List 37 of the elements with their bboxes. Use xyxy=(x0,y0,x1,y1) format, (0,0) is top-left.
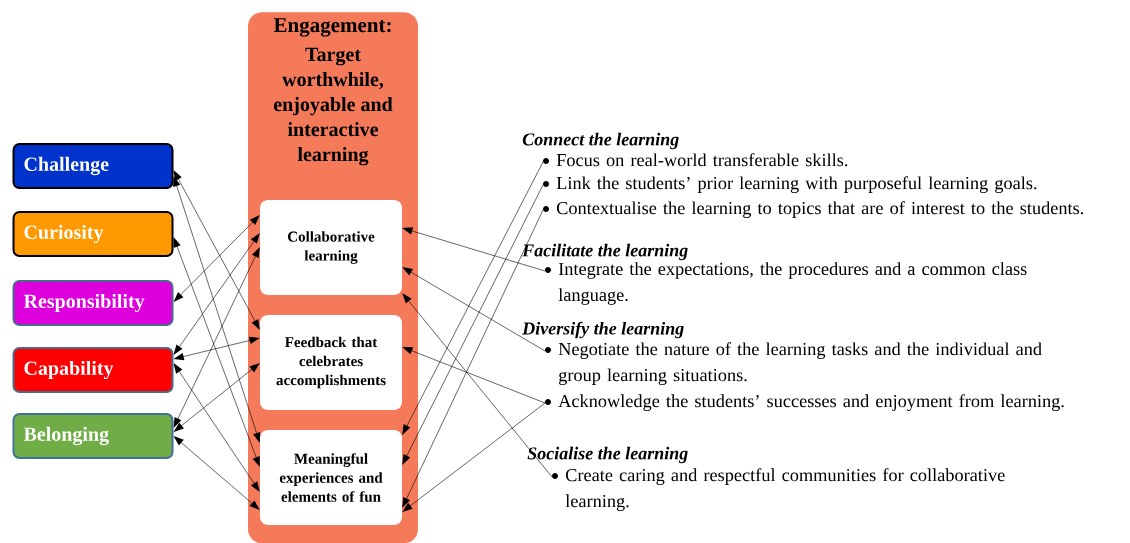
arrow xyxy=(173,170,260,330)
quality-box: Belonging xyxy=(12,413,174,459)
arrow xyxy=(173,363,260,432)
quality-box: Challenge xyxy=(12,143,174,189)
bullet-text: Create caring and respectful communities for collaborative learning. xyxy=(565,468,1005,512)
arrow xyxy=(402,402,546,512)
strategy-box: Meaningful experiences and elements of fun xyxy=(260,430,402,525)
arrow xyxy=(173,247,260,428)
section-heading: Facilitate the learning xyxy=(522,243,688,261)
arrow xyxy=(402,161,544,435)
arrow xyxy=(173,233,260,355)
section-heading: Diversify the learning xyxy=(522,321,684,339)
strategy-box: Collaborative learning xyxy=(260,200,402,295)
arrow xyxy=(402,347,546,404)
arrow xyxy=(173,215,260,302)
bullet-text: Acknowledge the students’ successes and enjoyment from learning. xyxy=(558,394,1064,412)
arrow xyxy=(402,227,546,272)
arrow xyxy=(402,293,553,478)
quality-box: Capability xyxy=(12,347,174,393)
bullet-text: Focus on real-world transferable skills. xyxy=(556,153,848,167)
strategy-box: Feedback that celebrates accomplishments xyxy=(260,315,402,410)
arrow xyxy=(173,363,260,492)
arrow xyxy=(402,184,544,465)
bullet-text: Integrate the expectations, the procedures and a common class language. xyxy=(558,262,1027,305)
bullet-text: Negotiate the nature of the learning tasks and the individual and group learning situations. xyxy=(558,342,1042,386)
bullet-text: Link the students’ prior learning with purposeful learning goals. xyxy=(556,176,1037,194)
arrow xyxy=(173,336,260,361)
arrow xyxy=(173,176,261,443)
quality-box: Curiosity xyxy=(12,211,174,257)
arrow xyxy=(173,237,260,467)
quality-box: Responsibility xyxy=(12,280,174,326)
arrow xyxy=(173,436,260,510)
arrow xyxy=(402,209,544,508)
bullet-text: Contextualise the learning to topics that are of interest to the students. xyxy=(556,201,1084,219)
arrow xyxy=(402,267,546,352)
section-heading: Socialise the learning xyxy=(527,446,688,464)
section-heading: Connect the learning xyxy=(522,132,679,150)
